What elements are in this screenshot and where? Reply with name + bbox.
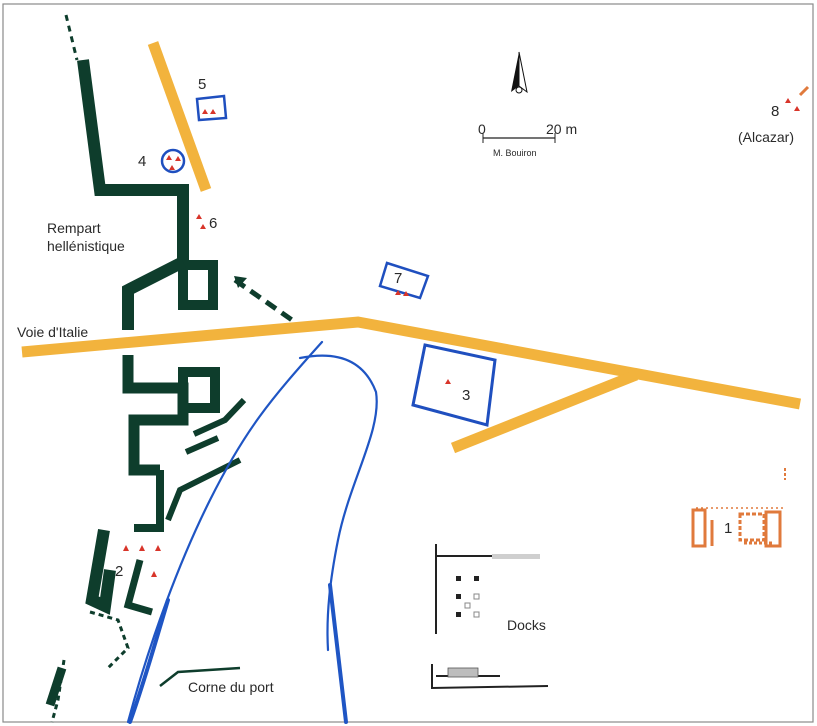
channel-east	[298, 354, 378, 652]
harbor-channels	[126, 340, 378, 724]
rampart-south-inner	[123, 559, 153, 616]
roads	[21, 41, 802, 454]
triangle-marker-icon	[210, 109, 216, 114]
rampart-inner-b	[184, 435, 220, 455]
docks-pillar	[456, 594, 461, 599]
docks-wall-north	[435, 544, 492, 557]
road-voie-italie	[21, 316, 802, 410]
road-southeast-branch	[450, 369, 639, 454]
site-1-wall-west	[691, 508, 707, 548]
rampart-tower-upper	[178, 260, 218, 310]
site-number-4: 4	[138, 153, 146, 170]
scale-author-label: M. Bouiron	[493, 148, 537, 158]
rampart-hellenistic	[45, 14, 294, 723]
scale-bar	[482, 133, 556, 143]
rampart-dashed-south-a	[89, 610, 130, 670]
site-8-orange-mark	[798, 85, 810, 97]
site-outlines	[160, 94, 497, 427]
site-number-7: 7	[394, 270, 402, 287]
site-1-remains	[691, 468, 786, 548]
docks-jar	[473, 593, 480, 600]
docks-wall-south	[431, 664, 549, 690]
triangle-marker-icon	[166, 155, 172, 160]
rampart-middle	[122, 355, 189, 476]
site-1-room-b	[764, 510, 782, 548]
rampart-bastion-upper	[122, 256, 186, 330]
triangle-marker-icon	[794, 106, 800, 111]
road-north-branch	[147, 41, 212, 192]
docks-plan	[431, 544, 549, 690]
site-7-outline	[378, 261, 430, 300]
road-label: Voie d'Italie	[17, 324, 88, 340]
site-number-8: 8	[771, 103, 779, 120]
rampart-south-end	[45, 666, 67, 707]
docks-hatched-area	[447, 667, 479, 678]
triangle-marker-icon	[785, 98, 791, 103]
site-number-3: 3	[462, 387, 470, 404]
docks-label: Docks	[507, 617, 546, 633]
triangle-marker-icon	[395, 290, 401, 295]
rampart-south-bastion	[85, 528, 116, 615]
docks-jar	[473, 611, 480, 618]
rampart-dashed-inner	[233, 277, 294, 323]
triangle-marker-icon	[445, 379, 451, 384]
harbor-label: Corne du port	[188, 679, 274, 695]
triangle-marker-icon	[169, 165, 175, 170]
docks-jar	[464, 602, 471, 609]
docks-pillar	[474, 576, 479, 581]
site-number-6: 6	[209, 215, 217, 232]
rampart-inner-a	[192, 397, 247, 437]
triangle-marker-icon	[175, 156, 181, 161]
docks-pillar	[456, 576, 461, 581]
scale-end-label: 20 m	[546, 121, 577, 137]
docks-wall-north-ext	[492, 554, 540, 559]
triangle-marker-icon	[202, 109, 208, 114]
site-number-1: 1	[724, 520, 732, 537]
rampart-tower-middle	[178, 367, 220, 413]
site-number-2: 2	[115, 563, 123, 580]
triangle-marker-icon	[200, 224, 206, 229]
north-arrow-icon	[511, 51, 528, 94]
rampart-inner-c	[165, 457, 242, 522]
rampart-dashed-arrowhead	[234, 276, 247, 288]
site-4-outline	[160, 148, 186, 174]
rampart-label-line1: Rempart	[47, 220, 101, 236]
map-frame	[2, 3, 814, 723]
rampart-upper	[77, 59, 189, 262]
docks-pillar	[456, 612, 461, 617]
triangle-marker-icon	[196, 214, 202, 219]
triangle-marker-icon	[123, 545, 129, 551]
rampart-lower	[134, 470, 164, 532]
site-number-5: 5	[198, 76, 206, 93]
find-markers	[123, 98, 800, 577]
site-1-room-a	[738, 512, 766, 542]
site-3-outline	[411, 343, 497, 427]
rampart-small-wall	[159, 666, 241, 687]
alcazar-label: (Alcazar)	[738, 129, 794, 145]
rampart-label-line2: hellénistique	[47, 238, 125, 254]
triangle-marker-icon	[151, 571, 157, 577]
scale-start-label: 0	[478, 121, 486, 137]
channel-thick-east	[328, 583, 348, 724]
triangle-marker-icon	[155, 545, 161, 551]
channel-west	[126, 340, 324, 724]
channel-thick-west	[128, 598, 170, 724]
triangle-marker-icon	[403, 291, 409, 296]
triangle-marker-icon	[139, 545, 145, 551]
site-5-outline	[195, 94, 228, 122]
rampart-dashed-north	[64, 14, 79, 61]
